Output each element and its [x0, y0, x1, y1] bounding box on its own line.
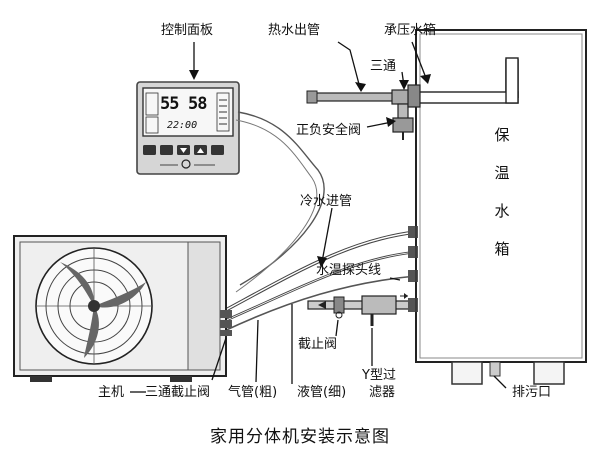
hot-water-pipe	[306, 57, 519, 140]
label-hot-water-outlet: 热水出管	[268, 23, 321, 38]
panel-time: 22:00	[167, 120, 198, 131]
label-pressure-tank: 承压水箱	[384, 23, 437, 38]
tank-text-2: 温	[494, 164, 510, 182]
label-control-panel: 控制面板	[161, 23, 214, 38]
label-main-unit: 主机	[98, 385, 125, 400]
label-y-filter-2: 滤器	[369, 385, 396, 400]
label-y-filter-1: Y型过	[362, 368, 396, 383]
label-drain: 排污口	[512, 385, 552, 400]
main-unit	[13, 235, 232, 382]
cold-water-inlet	[307, 293, 418, 326]
label-temp-probe: 水温探头线	[316, 263, 382, 278]
tank-text-3: 水	[494, 202, 510, 220]
label-liquid-pipe: 液管(细)	[297, 385, 347, 400]
tank-text-1: 保	[494, 126, 510, 144]
refrigerant-pipes	[221, 226, 418, 333]
label-three-way-stop-valve: 三通截止阀	[145, 385, 211, 400]
label-relief-valve: 正负安全阀	[296, 123, 362, 138]
label-cold-water-inlet: 冷水进管	[300, 194, 353, 209]
label-gas-pipe: 气管(粗)	[228, 385, 278, 400]
control-panel	[136, 81, 240, 175]
tank-text-4: 箱	[494, 240, 510, 258]
panel-readout-left: 55	[160, 94, 180, 114]
label-three-way: 三通	[370, 59, 397, 74]
label-stop-valve: 截止阀	[298, 337, 338, 352]
water-tank	[415, 29, 587, 385]
panel-readout-right: 58	[188, 94, 208, 114]
leader-lines	[130, 41, 507, 393]
diagram-caption: 家用分体机安装示意图	[210, 427, 390, 447]
